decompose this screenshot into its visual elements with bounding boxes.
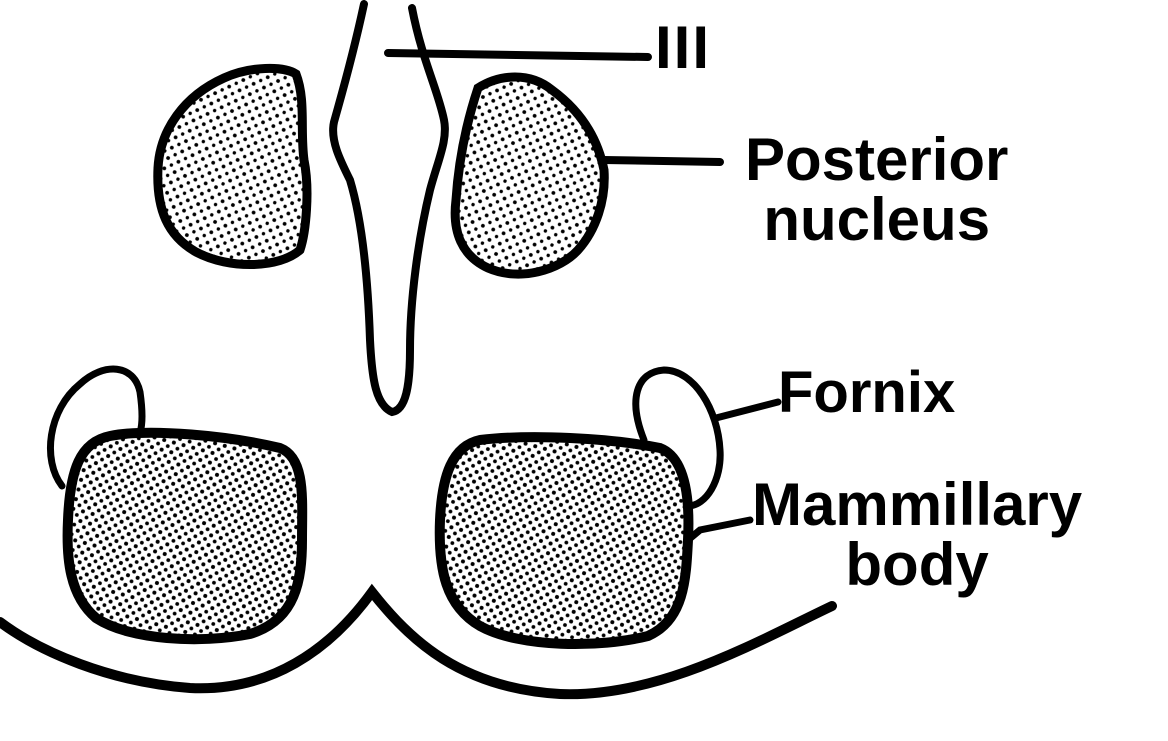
- third-ventricle: [329, 0, 449, 417]
- label-third-ventricle: III: [655, 14, 712, 81]
- fornix-right: [632, 366, 724, 510]
- leader-line-iii: [384, 49, 652, 61]
- mammillary-body-left: [62, 427, 308, 645]
- leader-line-fornix: [712, 398, 782, 422]
- fornix-left: [47, 365, 146, 490]
- label-posterior-nucleus-line1: Posterior: [745, 126, 1009, 193]
- leader-line-posterior-nucleus: [600, 156, 724, 166]
- label-posterior-nucleus-line2: nucleus: [763, 186, 991, 253]
- ventral-outline: [0, 583, 837, 700]
- label-mammillary-body-line2: body: [845, 531, 989, 598]
- label-mammillary-body-line1: Mammillary: [752, 471, 1083, 538]
- mammillary-body-right: [434, 432, 694, 650]
- label-fornix: Fornix: [778, 360, 956, 425]
- label-mammillary-body: Mammillary body: [752, 475, 1082, 595]
- label-posterior-nucleus: Posterior nucleus: [745, 130, 1008, 250]
- posterior-nucleus-left: [153, 63, 312, 270]
- leader-line-mammillary-body: [684, 516, 754, 544]
- posterior-nucleus-right: [450, 72, 609, 279]
